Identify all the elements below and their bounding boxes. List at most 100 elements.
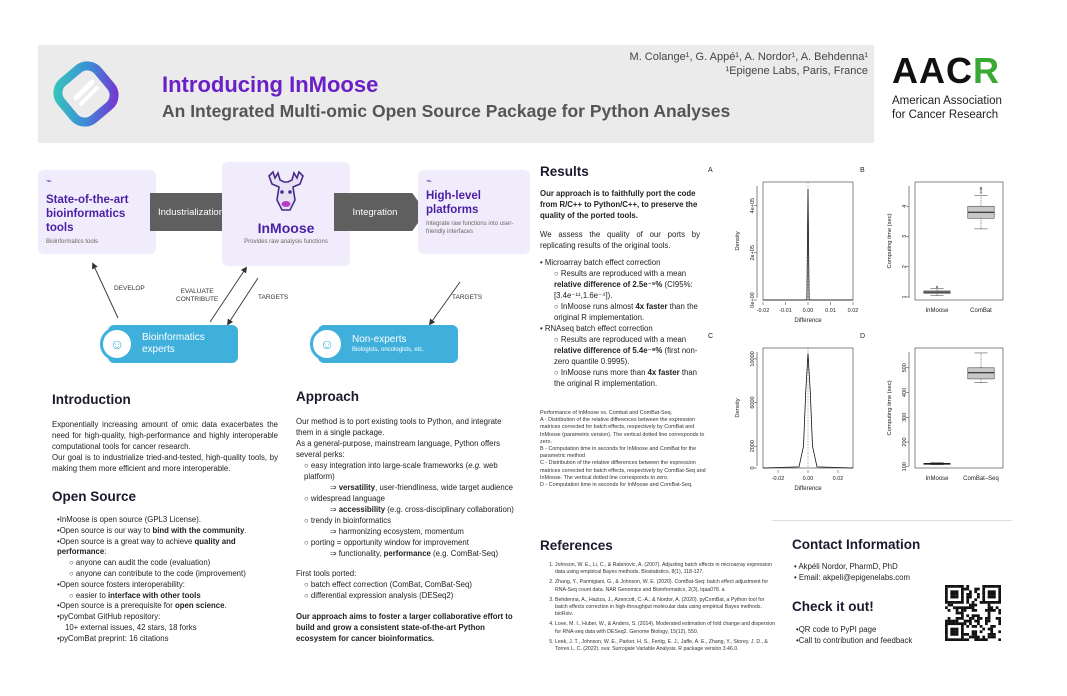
qr-module [990, 606, 994, 610]
reference-item: Zhang, Y., Parmigiani, G., & Johnson, W.… [555, 579, 777, 593]
aacr-wordmark-main: AAC [892, 50, 973, 91]
x-tick-label: 0.02 [833, 476, 844, 482]
qr-module [955, 593, 959, 596]
os-text: •Open source is a prerequisite for [57, 601, 176, 611]
qr-module [987, 635, 991, 639]
y-axis-label: Density [735, 231, 741, 250]
results-bold: 4x faster [635, 302, 668, 311]
header-band [38, 45, 874, 143]
qr-module [987, 619, 991, 623]
qr-module [987, 633, 991, 636]
platforms-box: ⌁ High-level platforms Integrate raw fun… [418, 170, 530, 254]
targets-left-arrow [227, 277, 259, 326]
qr-module [966, 593, 970, 596]
caption-title: Performance of InMoose vs. Combat and Co… [540, 410, 673, 416]
x-axis-label: Difference [794, 318, 822, 324]
qr-module [961, 595, 964, 599]
qr-module [961, 630, 964, 634]
results-bold: relative difference of 2.5e⁻⁵% [554, 280, 663, 289]
perk-text: ⇒ functionality, [330, 549, 384, 558]
qr-module [947, 609, 951, 612]
authors: M. Colange¹, G. Appé¹, A. Nordor¹, A. Be… [629, 51, 868, 63]
qr-module [947, 603, 951, 607]
approach-p1: Our method is to port existing tools to … [296, 417, 502, 437]
qr-module [958, 622, 962, 626]
results-subitem: ○ Results are reproduced with a mean rel… [554, 335, 698, 366]
y-tick-label: 400 [902, 388, 908, 397]
qr-module [990, 601, 994, 604]
y-axis-label: Computing time (sec) [887, 213, 893, 268]
results-text-span: InMoose runs almost [560, 302, 636, 311]
approach-text: Our method is to port existing tools to … [296, 416, 520, 644]
integration-label: Integration [352, 206, 398, 218]
perk-text: (e.g. ComBat-Seq) [430, 549, 499, 558]
tools-box: ⌁ State-of-the-art bioinformatics tools … [38, 170, 156, 254]
qr-module [945, 625, 948, 628]
qr-module [966, 598, 970, 602]
qr-module [974, 603, 978, 607]
perk-bold: accessibility [338, 505, 386, 514]
qr-module [950, 595, 954, 599]
qr-module [977, 619, 980, 623]
y-tick-label: 0e+00 [750, 292, 756, 307]
os-line: •Open source is our way to bind with the… [57, 526, 287, 537]
perk-text: trendy in bioinformatics [310, 516, 392, 525]
qr-module [966, 601, 970, 604]
reference-item: Johnson, W. E., Li, C., & Rabinovic, A. … [555, 562, 777, 576]
results-subitem: ○ InMoose runs more than 4x faster than … [554, 368, 697, 388]
checkout-heading: Check it out! [792, 599, 874, 614]
qr-module [953, 619, 956, 623]
qr-module [950, 590, 954, 594]
qr-module [971, 617, 975, 620]
x-tick-label: 0.00 [803, 476, 814, 482]
y-tick-label: 4 [902, 205, 908, 208]
perk-bold: performance [383, 549, 431, 558]
qr-module [950, 633, 954, 636]
users-icon: ☺ [100, 327, 134, 361]
outlier-point [979, 191, 983, 194]
qr-module [966, 638, 970, 641]
checkout-qr-line: •QR code to PyPI page [796, 625, 877, 634]
qr-module [990, 633, 994, 636]
qr-module [963, 609, 967, 612]
x-category-label: InMoose [925, 308, 949, 314]
pypi-qr-code[interactable] [945, 585, 1001, 641]
qr-module [945, 633, 948, 636]
qr-module [950, 603, 954, 607]
qr-module [998, 638, 1001, 641]
qr-module [990, 630, 994, 634]
qr-module [953, 595, 956, 599]
poster-title: Introducing InMoose [162, 72, 379, 97]
perk-text: , user-friendliness, wide target audienc… [375, 483, 513, 492]
qr-module [987, 627, 991, 631]
perk-text: (e.g. cross-disciplinary collaboration) [385, 505, 514, 514]
qr-module [971, 625, 975, 628]
aacr-name-line2: for Cancer Research [892, 109, 999, 121]
qr-module [993, 595, 996, 599]
qr-module [961, 627, 964, 631]
qr-module [945, 585, 948, 588]
activity-icon: ⌁ [426, 176, 433, 187]
qr-module [985, 622, 988, 626]
qr-module [998, 585, 1001, 588]
qr-module [963, 587, 967, 591]
qr-module [958, 617, 962, 620]
non-experts-sub: Biologists, oncologists, etc. [352, 347, 425, 353]
qr-module [971, 630, 975, 634]
approach-perk-result: ⇒ functionality, performance (e.g. ComBa… [296, 548, 520, 559]
results-item-text: Microarray batch effect correction [544, 258, 661, 267]
x-tick-label: -0.02 [757, 308, 770, 314]
qr-module [953, 585, 956, 588]
qr-module [971, 601, 975, 604]
qr-module [990, 609, 994, 612]
panel-label: B [860, 167, 865, 174]
y-tick-label: 6000 [750, 396, 756, 408]
qr-module [958, 611, 962, 615]
aacr-name: American Association for Cancer Research [892, 94, 1017, 122]
qr-module [987, 593, 991, 596]
results-subitem: ○ InMoose runs almost 4x faster than the… [554, 302, 698, 322]
y-tick-label: 0 [750, 466, 756, 469]
qr-module [998, 617, 1001, 620]
qr-module [995, 617, 999, 620]
contact-heading: Contact Information [792, 537, 921, 552]
